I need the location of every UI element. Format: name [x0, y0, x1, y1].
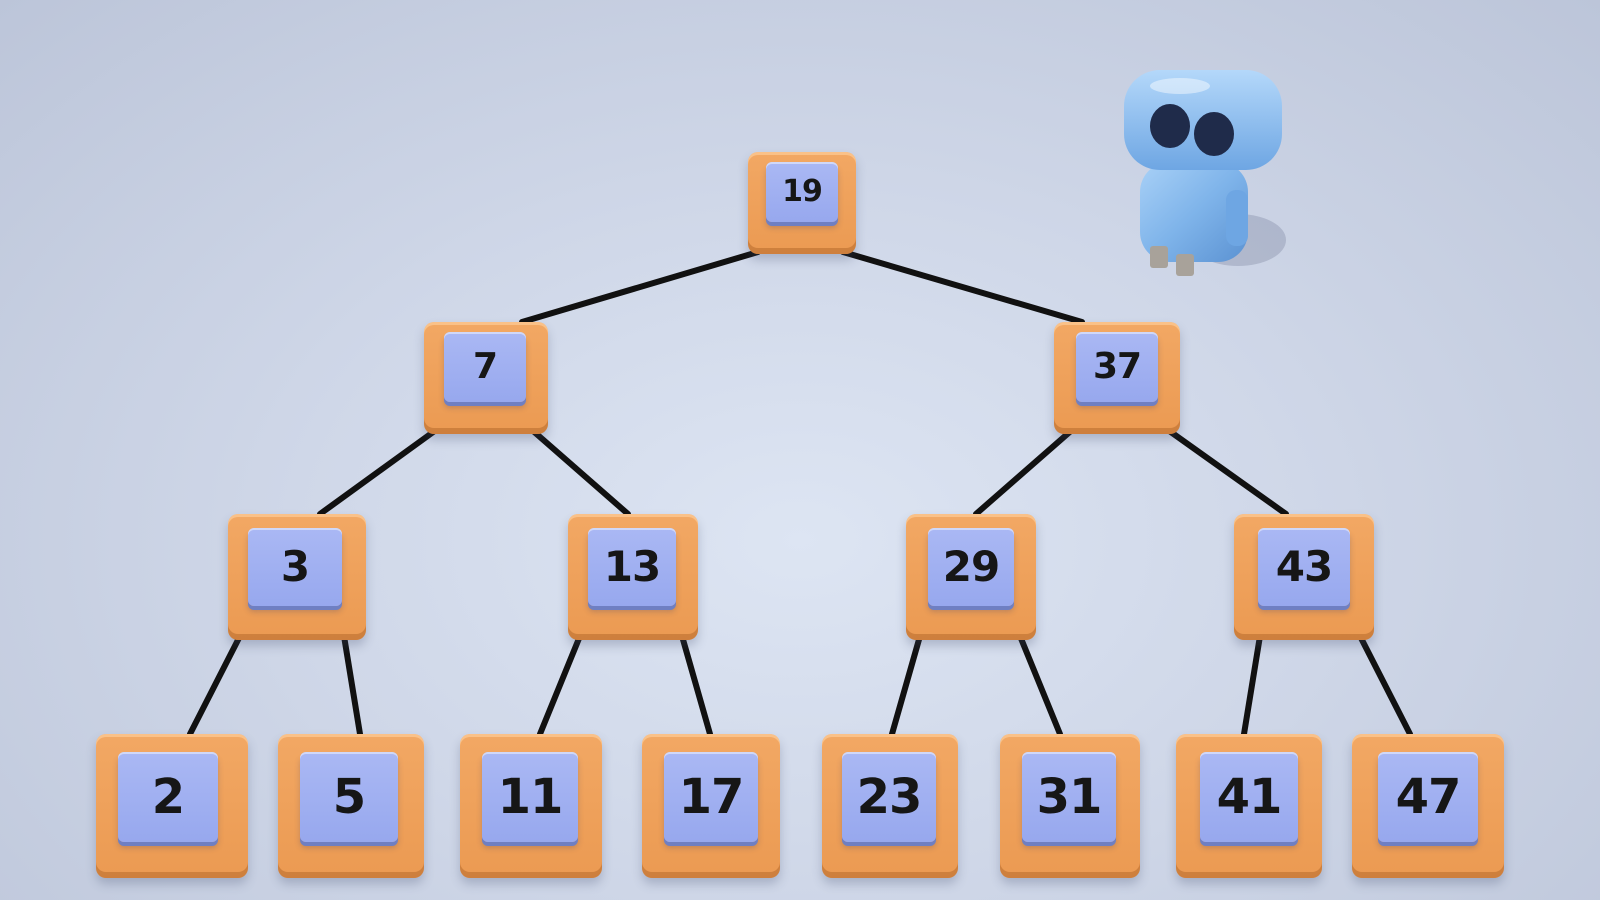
tree-node-key: 3	[248, 528, 342, 606]
tree-node-level1-left: 7	[424, 322, 548, 434]
tree-node-level2-3: 29	[906, 514, 1036, 640]
node-value: 3	[280, 542, 310, 591]
edge-43-41	[1241, 633, 1263, 737]
tree-node-level2-1: 3	[228, 514, 366, 640]
node-value: 29	[942, 542, 1000, 591]
tree-node-leaf-7: 41	[1176, 734, 1322, 878]
tree-node-key: 19	[766, 162, 838, 222]
node-value: 19	[782, 174, 823, 209]
tree-node-leaf-2: 5	[278, 734, 424, 878]
tree-node-leaf-8: 47	[1352, 734, 1504, 878]
tree-node-key: 47	[1378, 752, 1478, 842]
tree-node-level1-right: 37	[1054, 322, 1180, 434]
edge-37-43	[1165, 427, 1289, 517]
edge-43-47	[1357, 633, 1413, 737]
node-value: 11	[497, 769, 564, 825]
edge-3-2	[187, 633, 243, 737]
node-value: 2	[151, 769, 185, 825]
node-value: 7	[472, 346, 498, 387]
node-value: 43	[1275, 542, 1333, 591]
node-value: 5	[332, 769, 366, 825]
node-value: 41	[1216, 769, 1283, 825]
edge-13-11	[537, 633, 583, 737]
edge-7-13	[529, 427, 631, 517]
tree-node-key: 11	[482, 752, 578, 842]
tree-node-key: 37	[1076, 332, 1158, 402]
edge-37-29	[973, 427, 1075, 517]
edge-29-31	[1017, 633, 1063, 737]
tree-node-leaf-6: 31	[1000, 734, 1140, 878]
tree-node-key: 2	[118, 752, 218, 842]
tree-node-key: 41	[1200, 752, 1298, 842]
tree-node-key: 43	[1258, 528, 1350, 606]
edge-13-17	[679, 633, 713, 737]
tree-node-key: 13	[588, 528, 676, 606]
node-value: 23	[856, 769, 923, 825]
tree-node-root: 19	[748, 152, 856, 254]
edge-19-37	[840, 249, 1085, 325]
tree-node-leaf-3: 11	[460, 734, 602, 878]
tree-node-leaf-4: 17	[642, 734, 780, 878]
node-value: 13	[603, 542, 661, 591]
edge-7-3	[317, 427, 439, 517]
tree-node-key: 29	[928, 528, 1014, 606]
tree-node-key: 31	[1022, 752, 1116, 842]
tree-node-leaf-1: 2	[96, 734, 248, 878]
edge-19-7	[519, 249, 761, 325]
tree-node-level2-4: 43	[1234, 514, 1374, 640]
tree-node-leaf-5: 23	[822, 734, 958, 878]
node-value: 37	[1092, 346, 1142, 387]
node-value: 17	[678, 769, 745, 825]
tree-node-key: 17	[664, 752, 758, 842]
tree-node-key: 7	[444, 332, 526, 402]
tree-node-level2-2: 13	[568, 514, 698, 640]
edge-3-5	[341, 633, 363, 737]
tree-node-key: 5	[300, 752, 398, 842]
node-value: 47	[1395, 769, 1462, 825]
node-value: 31	[1036, 769, 1103, 825]
tree-node-key: 23	[842, 752, 936, 842]
robot-mascot-icon	[1124, 70, 1286, 276]
edge-29-23	[889, 633, 923, 737]
